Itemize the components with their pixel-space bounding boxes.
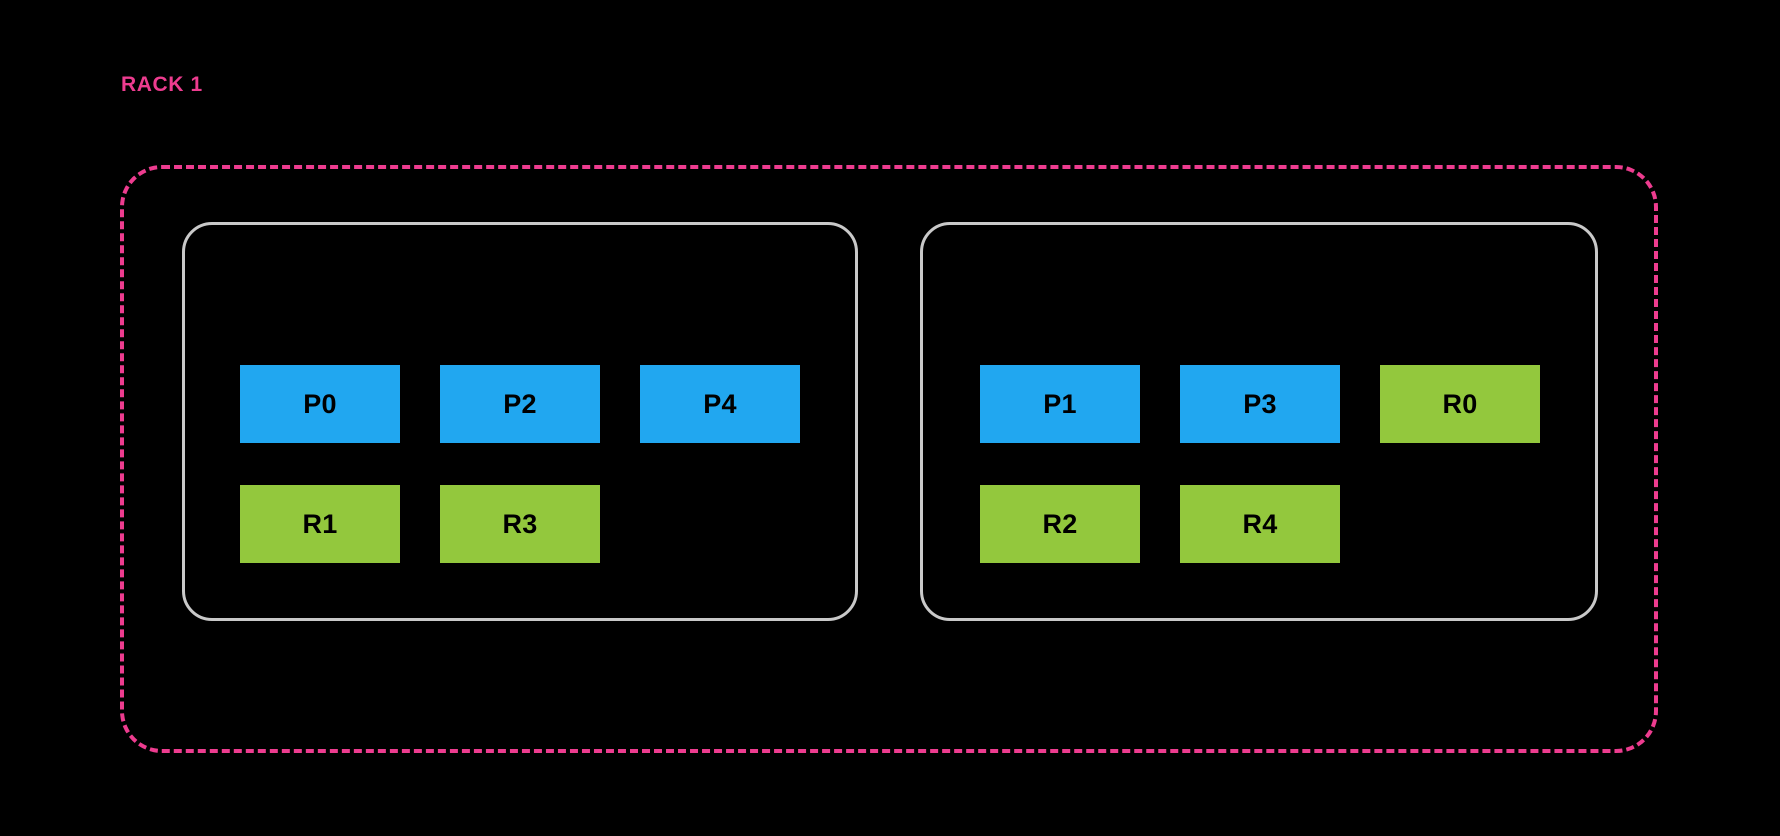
replica-chip-r0[interactable]: R0: [1380, 365, 1540, 443]
replica-chip-r2[interactable]: R2: [980, 485, 1140, 563]
partition-chip-p1[interactable]: P1: [980, 365, 1140, 443]
replica-chip-r3[interactable]: R3: [440, 485, 600, 563]
replica-chip-r1[interactable]: R1: [240, 485, 400, 563]
partition-chip-p0[interactable]: P0: [240, 365, 400, 443]
rack-boundary: [120, 165, 1658, 753]
rack-label: RACK 1: [121, 73, 203, 96]
partition-chip-p2[interactable]: P2: [440, 365, 600, 443]
replica-chip-r4[interactable]: R4: [1180, 485, 1340, 563]
partition-chip-p4[interactable]: P4: [640, 365, 800, 443]
node-container-0: [182, 222, 858, 621]
node-container-1: [920, 222, 1598, 621]
partition-chip-p3[interactable]: P3: [1180, 365, 1340, 443]
